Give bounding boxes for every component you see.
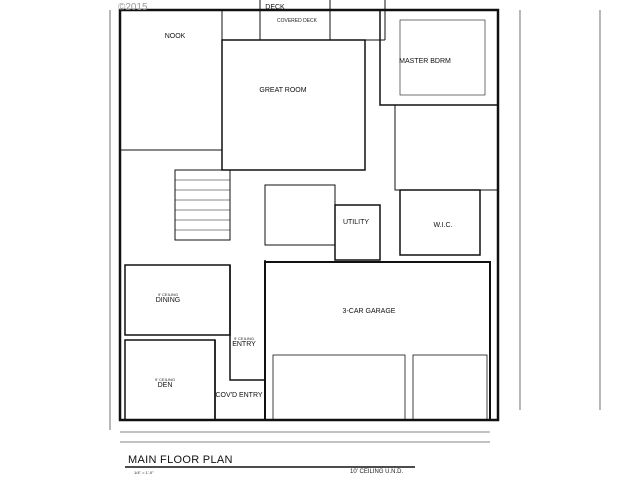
room-label-dining: DINING <box>155 297 181 304</box>
room-label-wic: W.I.C. <box>433 222 453 229</box>
room-label-nook: NOOK <box>164 33 186 40</box>
room-label-entry: ENTRY <box>232 341 256 348</box>
garage-walls <box>264 261 491 421</box>
great-room-walls <box>221 39 366 171</box>
dining-ceiling-note: 9' CEILING <box>157 292 179 297</box>
room-label-garage: 3-CAR GARAGE <box>342 308 396 315</box>
room-label-utility: UTILITY <box>342 219 370 226</box>
wic-walls <box>399 189 481 256</box>
room-label-covd-entry: COV'D ENTRY <box>215 392 263 399</box>
hall-bath <box>264 184 336 246</box>
den-ceiling-note: 9' CEILING <box>154 377 176 382</box>
room-label-great-room: GREAT ROOM <box>259 87 307 94</box>
stairs <box>174 169 231 241</box>
room-label-covered-deck: COVERED DECK <box>276 18 318 24</box>
garage-door-2 <box>412 354 488 421</box>
copyright-watermark: ©2015 <box>118 2 148 13</box>
dimension-lines <box>109 10 601 443</box>
den-walls <box>124 339 216 421</box>
room-label-den: DEN <box>157 382 173 389</box>
plan-title: MAIN FLOOR PLAN <box>128 454 233 466</box>
entry-ceiling-note: 9' CEILING <box>233 336 255 341</box>
garage-door-1 <box>272 354 406 421</box>
plan-scale: 1/4" = 1'-0" <box>134 470 154 475</box>
master-bath <box>394 104 499 191</box>
bed-outline <box>399 19 486 96</box>
room-label-deck: DECK <box>265 4 285 11</box>
outer-wall <box>118 8 500 422</box>
ceiling-note: 10' CEILING U.N.D. <box>350 469 404 475</box>
utility-walls <box>334 204 381 261</box>
stair-treads <box>175 179 230 231</box>
room-label-master-bdrm: MASTER BDRM <box>399 58 451 65</box>
